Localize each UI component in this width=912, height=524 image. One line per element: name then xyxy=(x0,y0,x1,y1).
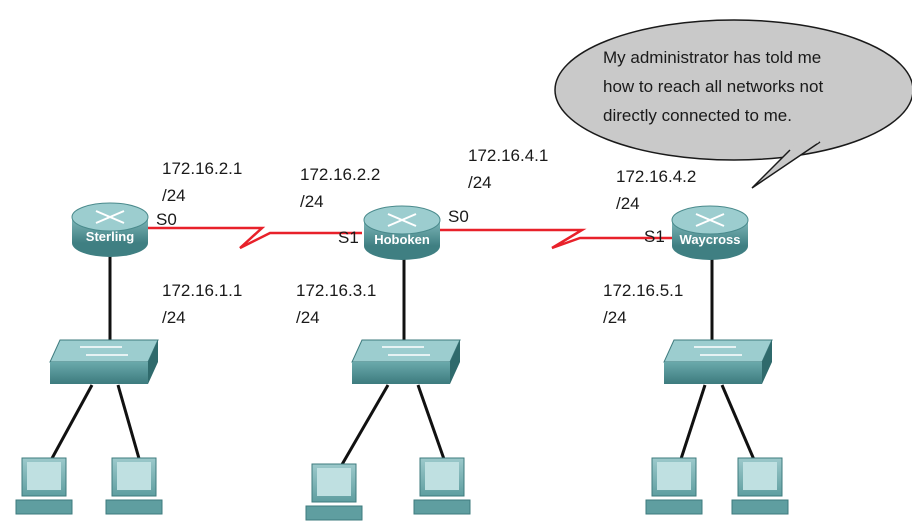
interface-label-hoboken-s1: S1 xyxy=(338,228,359,247)
switch-hoboken[interactable] xyxy=(351,339,461,384)
mask-waycross-s1: /24 xyxy=(616,194,640,213)
speech-bubble: My administrator has told me how to reac… xyxy=(554,19,912,189)
router-label-hoboken: Hoboken xyxy=(374,232,430,247)
serial-link-sterling-hoboken xyxy=(145,226,362,250)
router-waycross[interactable]: Waycross xyxy=(671,205,749,260)
ip-hoboken-s0: 172.16.4.1 xyxy=(468,146,548,165)
mask-sterling-serial: /24 xyxy=(162,186,186,205)
lan-cables xyxy=(48,384,757,469)
pc-waycross-2[interactable] xyxy=(731,457,789,515)
callout-line-2: how to reach all networks not xyxy=(603,77,823,96)
switch-arrows-icon xyxy=(80,346,128,356)
router-arrows-icon xyxy=(387,213,417,227)
mask-hoboken-s0: /24 xyxy=(468,173,492,192)
pc-sterling-1[interactable] xyxy=(15,457,73,515)
mask-waycross-lan: /24 xyxy=(603,308,627,327)
router-label-waycross: Waycross xyxy=(680,232,741,247)
interface-label-sterling-s0: S0 xyxy=(156,210,177,229)
router-hoboken[interactable]: Hoboken xyxy=(363,205,441,260)
switch-arrows-icon xyxy=(694,346,742,356)
callout-line-3: directly connected to me. xyxy=(603,106,792,125)
ip-waycross-lan: 172.16.5.1 xyxy=(603,281,683,300)
interface-label-hoboken-s0: S0 xyxy=(448,207,469,226)
mask-sterling-lan: /24 xyxy=(162,308,186,327)
ip-sterling-serial: 172.16.2.1 xyxy=(162,159,242,178)
ip-sterling-lan: 172.16.1.1 xyxy=(162,281,242,300)
pc-hoboken-1[interactable] xyxy=(305,463,363,521)
ip-hoboken-s1: 172.16.2.2 xyxy=(300,165,380,184)
switch-waycross[interactable] xyxy=(663,339,773,384)
serial-link-hoboken-waycross xyxy=(440,228,673,250)
callout-line-1: My administrator has told me xyxy=(603,48,821,67)
ip-hoboken-lan: 172.16.3.1 xyxy=(296,281,376,300)
router-arrows-icon xyxy=(95,210,125,224)
interface-label-waycross-s1: S1 xyxy=(644,227,665,246)
mask-hoboken-lan: /24 xyxy=(296,308,320,327)
pc-sterling-2[interactable] xyxy=(105,457,163,515)
router-label-sterling: Sterling xyxy=(86,229,134,244)
pc-waycross-1[interactable] xyxy=(645,457,703,515)
pc-hoboken-2[interactable] xyxy=(413,457,471,515)
router-sterling[interactable]: Sterling xyxy=(71,202,149,257)
switch-sterling[interactable] xyxy=(49,339,159,384)
mask-hoboken-s1: /24 xyxy=(300,192,324,211)
switch-arrows-icon xyxy=(382,346,430,356)
router-arrows-icon xyxy=(695,213,725,227)
ip-waycross-s1: 172.16.4.2 xyxy=(616,167,696,186)
